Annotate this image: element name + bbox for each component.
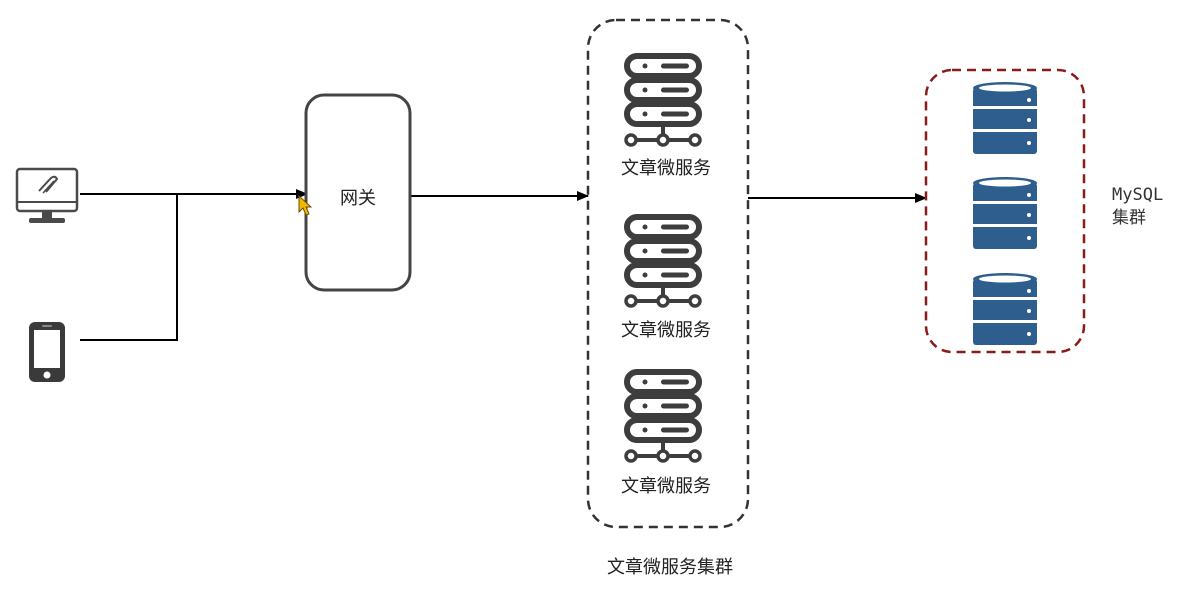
database-icon (973, 82, 1037, 154)
service-cluster-label: 文章微服务集群 (607, 557, 733, 578)
mouse-cursor-icon (298, 194, 313, 216)
server-network-icon (626, 217, 700, 306)
database-icon (973, 177, 1037, 249)
gateway-label: 网关 (340, 188, 376, 209)
mysql-cluster-box (924, 68, 1086, 354)
gateway-box (304, 93, 412, 292)
mobile-phone-icon (29, 322, 65, 382)
mysql-cluster-label-line1: MySQL (1112, 185, 1164, 205)
service-label-1: 文章微服务 (621, 158, 711, 179)
service-cluster-box (586, 18, 750, 529)
service-label-2: 文章微服务 (621, 320, 711, 341)
service-label-3: 文章微服务 (621, 476, 711, 497)
mysql-cluster-label-line2: 集群 (1112, 208, 1146, 228)
server-network-icon (626, 372, 700, 461)
database-icon (973, 273, 1037, 345)
desktop-monitor-icon (15, 167, 79, 223)
server-network-icon (626, 56, 700, 145)
line-mobile-to-gateway (80, 194, 178, 341)
